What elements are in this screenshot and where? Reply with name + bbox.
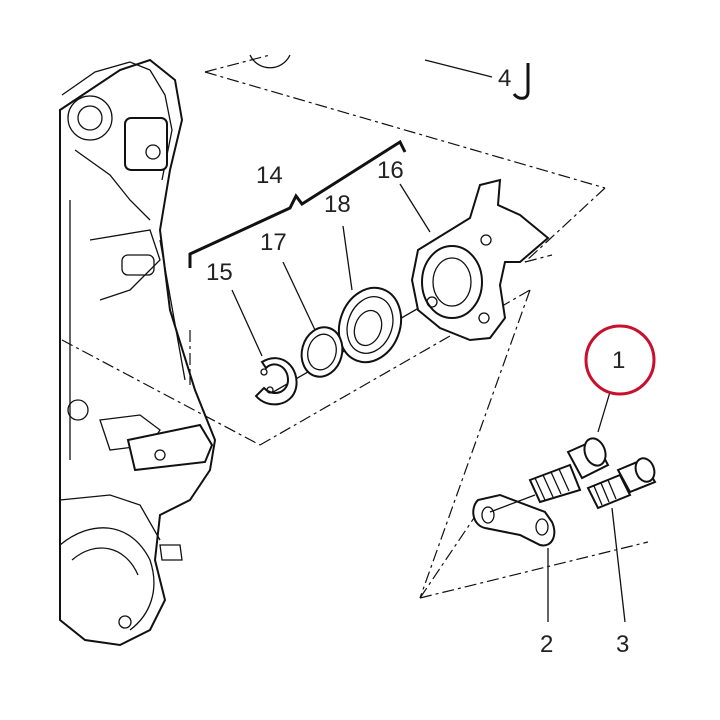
callout-2: 2 <box>540 631 553 658</box>
callout-17: 17 <box>260 229 287 256</box>
assembly-boundary-lines <box>61 54 649 599</box>
part-18-seal <box>337 286 403 364</box>
part-3-screw <box>586 457 657 510</box>
callout-18: 18 <box>324 191 351 218</box>
group-14-bracket <box>188 139 407 268</box>
callout-leaders <box>231 183 626 623</box>
highlight-circle <box>584 324 656 396</box>
part-16-flange <box>410 178 550 342</box>
part-17-o-ring <box>300 326 344 378</box>
callout-14: 14 <box>256 162 283 189</box>
engine-housing <box>59 58 217 647</box>
callout-15: 15 <box>206 259 233 286</box>
part-15-circlip <box>254 357 298 406</box>
callout-4: 4 <box>498 65 511 92</box>
part-4-reference <box>249 54 530 100</box>
part-2-plate <box>472 493 556 547</box>
callout-1: 1 <box>612 347 625 374</box>
callout-3: 3 <box>616 631 629 658</box>
callout-labels: 1 2 3 4 14 15 16 17 18 <box>206 65 629 658</box>
part-1-bolt <box>489 437 610 513</box>
callout-16: 16 <box>377 157 404 184</box>
